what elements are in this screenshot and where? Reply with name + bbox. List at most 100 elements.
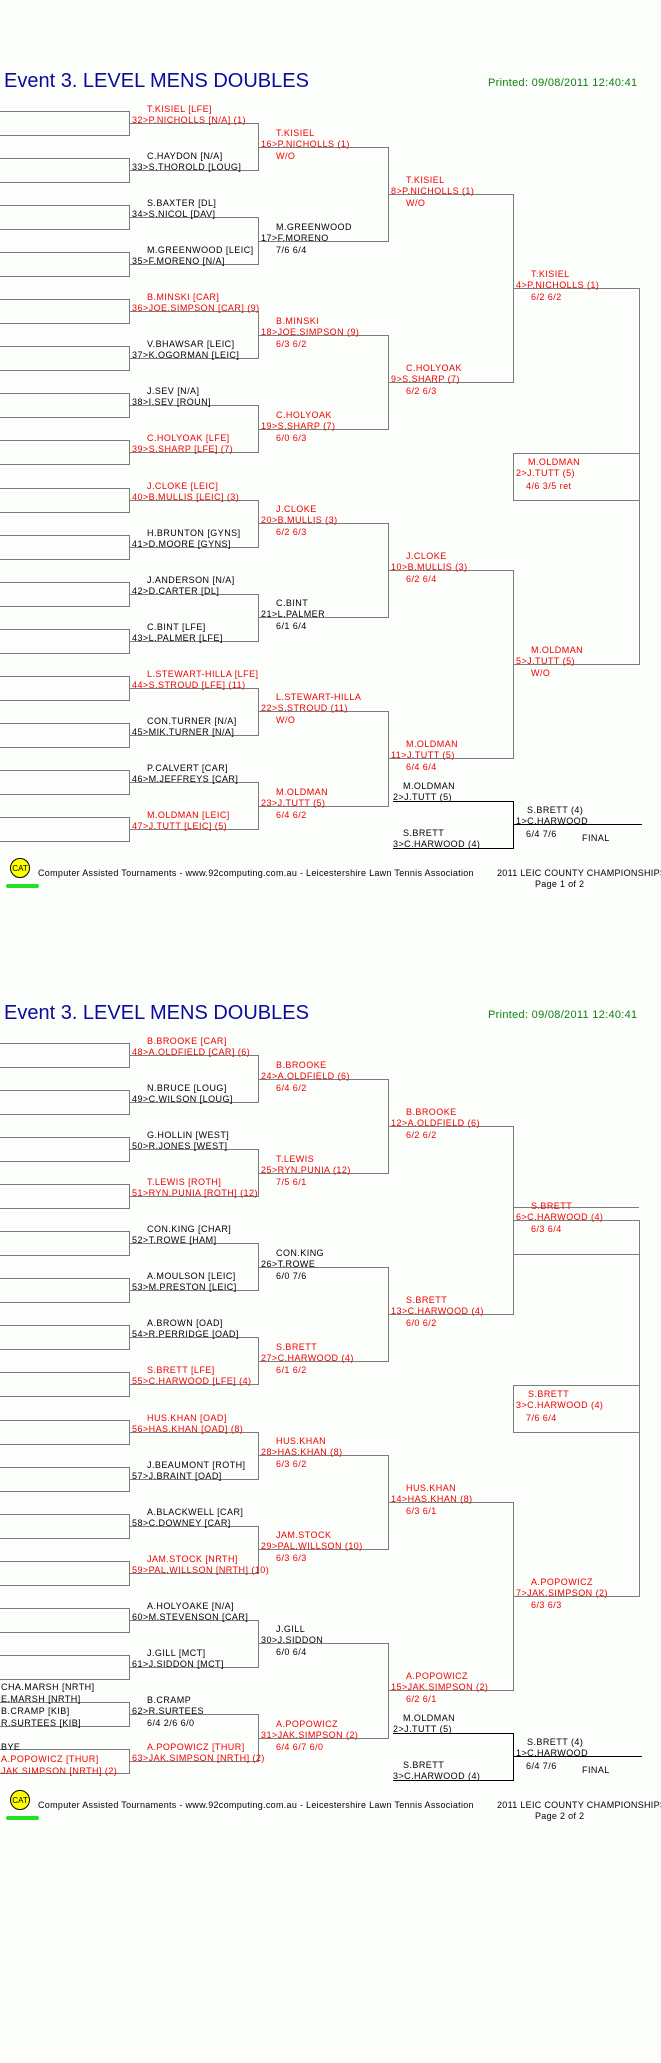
team-name: T.KISIEL — [531, 269, 570, 279]
bracket-line — [129, 735, 258, 736]
bracket-line — [129, 358, 258, 359]
draw-position: 45>MIK.TURNER [N/A] — [132, 727, 235, 737]
team-name: M.OLDMAN — [531, 645, 584, 655]
final-bottom-position: 3>C.HARWOOD (4) — [393, 839, 481, 849]
entry-box — [0, 488, 130, 513]
match-score: 7/6 6/4 — [276, 245, 307, 255]
bracket-line — [129, 217, 258, 218]
entry-box — [0, 676, 130, 701]
bracket-line — [393, 1780, 513, 1781]
team-name: S.BRETT [LFE] — [147, 1365, 215, 1375]
draw-position: 42>D.CARTER [DL] — [132, 586, 220, 596]
bracket-line — [258, 594, 259, 642]
entry-box — [0, 817, 130, 842]
match-score: 6/3 6/4 — [531, 1224, 562, 1234]
bracket-line — [513, 1220, 639, 1221]
team-name: G.HOLLIN [WEST] — [147, 1130, 230, 1140]
entry-box — [0, 1184, 130, 1209]
bracket-line — [393, 801, 513, 802]
draw-position: 14>HAS.KHAN (8) — [391, 1494, 473, 1504]
entry-box — [0, 582, 130, 607]
bracket-line — [258, 1361, 388, 1362]
draw-position: 31>JAK.SIMPSON (2) — [261, 1730, 359, 1740]
printed-timestamp: Printed: 09/08/2011 12:40:41 — [488, 1009, 638, 1021]
draw-position: 40>B.MULLIS [LEIC] (3) — [132, 492, 240, 502]
team-name: J.CLOKE — [406, 551, 447, 561]
team-name: A.POPOWICZ — [276, 1719, 339, 1729]
team-name: M.OLDMAN — [276, 787, 329, 797]
draw-position: 33>S.THOROLD [LOUG] — [132, 162, 242, 172]
r0-team-line: B.CRAMP [KIB] — [1, 1706, 70, 1716]
entry-box — [0, 252, 130, 277]
cat-logo-icon: CAT — [10, 858, 30, 878]
bracket-line — [129, 1620, 258, 1621]
footer-championship: 2011 LEIC COUNTY CHAMPIONSHIPS — [497, 1800, 661, 1810]
entry-box — [0, 1325, 130, 1350]
entry-box — [0, 1514, 130, 1539]
team-name: B.BROOKE — [276, 1060, 327, 1070]
bracket-line — [129, 641, 258, 642]
bracket-line — [388, 1314, 513, 1315]
entry-box — [0, 1137, 130, 1162]
team-name: HUS.KHAN [OAD] — [147, 1413, 227, 1423]
printed-timestamp: Printed: 09/08/2011 12:40:41 — [488, 77, 638, 89]
team-name: N.BRUCE [LOUG] — [147, 1083, 227, 1093]
draw-position: 38>I.SEV [ROUN] — [132, 397, 212, 407]
bracket-line — [129, 782, 258, 783]
draw-position: 7>JAK.SIMPSON (2) — [516, 1588, 608, 1598]
match-score: 6/3 6/3 — [276, 1553, 307, 1563]
draw-position: 46>M.JEFFREYS [CAR] — [132, 774, 239, 784]
team-name: CON.KING [CHAR] — [147, 1224, 232, 1234]
footer-credits: Computer Assisted Tournaments - www.92co… — [38, 1800, 474, 1810]
bracket-line — [388, 758, 513, 759]
bracket-line — [388, 194, 513, 195]
draw-position: 23>J.TUTT (5) — [261, 798, 326, 808]
draw-position: 16>P.NICHOLLS (1) — [261, 139, 350, 149]
r0-team-line: A.POPOWICZ [THUR] — [1, 1754, 99, 1764]
entry-box — [0, 111, 130, 136]
bracket-line — [258, 1549, 388, 1550]
match-score: W/O — [276, 151, 296, 161]
bracket-line — [393, 848, 513, 849]
draw-position: 55>C.HARWOOD [LFE] (4) — [132, 1376, 252, 1386]
entry-box — [0, 158, 130, 183]
draw-position: 39>S.SHARP [LFE] (7) — [132, 444, 234, 454]
match-score: 7/5 6/1 — [276, 1177, 307, 1187]
bracket-line — [639, 1220, 640, 1597]
champion-position: 1>C.HARWOOD — [516, 1748, 589, 1758]
bracket-line — [258, 523, 388, 524]
entry-box — [0, 205, 130, 230]
draw-position: 43>L.PALMER [LFE] — [132, 633, 223, 643]
champion-name: S.BRETT (4) — [527, 805, 584, 815]
team-name: L.STEWART-HILLA [LFE] — [147, 669, 259, 679]
final-label: FINAL — [582, 833, 610, 843]
match-score: 6/4 6/4 — [406, 762, 437, 772]
draw-position: 58>C.DOWNEY [CAR] — [132, 1518, 231, 1528]
match-score: 6/3 6/1 — [406, 1506, 437, 1516]
bracket-line — [258, 688, 259, 736]
team-name: T.KISIEL — [406, 175, 445, 185]
entry-box — [0, 535, 130, 560]
bracket-line — [513, 664, 639, 665]
team-name: JAM.STOCK [NRTH] — [147, 1554, 238, 1564]
bracket-line — [258, 241, 388, 242]
bracket-line — [129, 1384, 258, 1385]
bracket-line — [129, 500, 258, 501]
team-name: B.MINSKI [CAR] — [147, 292, 220, 302]
bracket-line — [513, 1207, 639, 1208]
entry-box — [0, 1231, 130, 1256]
bracket-line — [129, 170, 258, 171]
champion-score: 6/4 7/6 — [526, 829, 557, 839]
bracket-line — [129, 547, 258, 548]
bracket-line — [258, 1267, 388, 1268]
bracket-line — [129, 1667, 258, 1668]
final-top-position: 2>J.TUTT (5) — [393, 792, 452, 802]
draw-position: 19>S.SHARP (7) — [261, 421, 336, 431]
bracket-line — [129, 264, 258, 265]
team-name: HUS.KHAN — [406, 1483, 457, 1493]
bracket-line — [258, 1079, 388, 1080]
entry-box — [0, 770, 130, 795]
draw-position: 63>JAK.SIMPSON [NRTH] (2) — [132, 1753, 265, 1763]
draw-position: 17>F.MORENO — [261, 233, 329, 243]
match-score: W/O — [406, 198, 426, 208]
